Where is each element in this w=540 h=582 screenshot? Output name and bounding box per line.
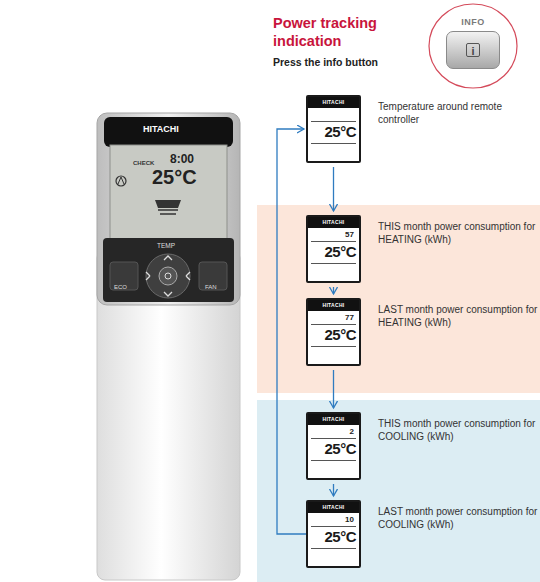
screen-description: LAST month power consumption for HEATING…	[378, 303, 538, 329]
screen-divider	[311, 526, 356, 527]
screen-divider	[311, 438, 356, 439]
brand-name: HITACHI	[322, 99, 344, 105]
flow-arrow	[333, 484, 334, 496]
lcd-screen: HITACHI1025°CLAST month power consumptio…	[306, 500, 361, 568]
info-button: i INFO	[428, 3, 518, 89]
screen-divider	[311, 346, 356, 347]
screen-header: HITACHI	[308, 414, 359, 425]
button-caption: FAN	[205, 284, 217, 290]
screen-description: Temperature around remote controller	[378, 100, 538, 126]
screen-header: HITACHI	[308, 300, 359, 311]
screen-header: HITACHI	[308, 97, 359, 108]
lcd-screen: HITACHI25°CTemperature around remote con…	[306, 95, 361, 163]
temperature-reading: 25°C	[308, 326, 356, 343]
lcd-screen: HITACHI225°CTHIS month power consumption…	[306, 412, 361, 480]
brand-name: HITACHI	[322, 302, 344, 308]
flow-arrow	[333, 370, 334, 408]
screen-divider	[311, 324, 356, 325]
kwh-reading: 10	[345, 515, 354, 524]
info-key: i	[446, 31, 500, 69]
temperature-reading: 25°C	[308, 440, 356, 457]
screen-divider	[311, 263, 356, 264]
screen-description: LAST month power consumption for COOLING…	[378, 505, 538, 531]
screen-divider	[311, 143, 356, 144]
lcd-screen: HITACHI7725°CLAST month power consumptio…	[306, 298, 361, 366]
button-caption: INFO	[428, 17, 518, 27]
flow-arrow	[333, 167, 334, 211]
button-caption: TEMP	[157, 242, 175, 249]
brand-name: HITACHI	[143, 124, 179, 134]
button-caption: ECO	[114, 284, 127, 290]
display-text: CHECK	[133, 160, 154, 166]
screen-header: HITACHI	[308, 217, 359, 228]
temperature-reading: 25°C	[308, 243, 356, 260]
brand-name: HITACHI	[322, 504, 344, 510]
instruction-text: Press the info button	[273, 56, 378, 68]
flow-arrow	[277, 129, 306, 534]
brand-name: HITACHI	[322, 219, 344, 225]
brand-name: HITACHI	[322, 416, 344, 422]
screen-description: THIS month power consumption for COOLING…	[378, 417, 538, 443]
temperature-reading: 25°C	[308, 123, 356, 140]
kwh-reading: 2	[350, 427, 354, 436]
kwh-reading: 77	[345, 313, 354, 322]
screen-divider	[311, 241, 356, 242]
temperature-reading: 25°C	[152, 166, 197, 189]
screen-header: HITACHI	[308, 502, 359, 513]
screen-divider	[311, 121, 356, 122]
diagram-title: Power tracking indication	[273, 14, 393, 50]
temperature-reading: 25°C	[308, 528, 356, 545]
info-symbol: i	[466, 43, 480, 57]
clock-reading: 8:00	[170, 152, 194, 166]
screen-divider	[311, 460, 356, 461]
flow-arrow	[333, 287, 334, 294]
screen-description: THIS month power consumption for HEATING…	[378, 220, 538, 246]
heating-band	[257, 205, 540, 393]
screen-divider	[311, 548, 356, 549]
kwh-reading: 57	[345, 230, 354, 239]
lcd-screen: HITACHI5725°CTHIS month power consumptio…	[306, 215, 361, 283]
